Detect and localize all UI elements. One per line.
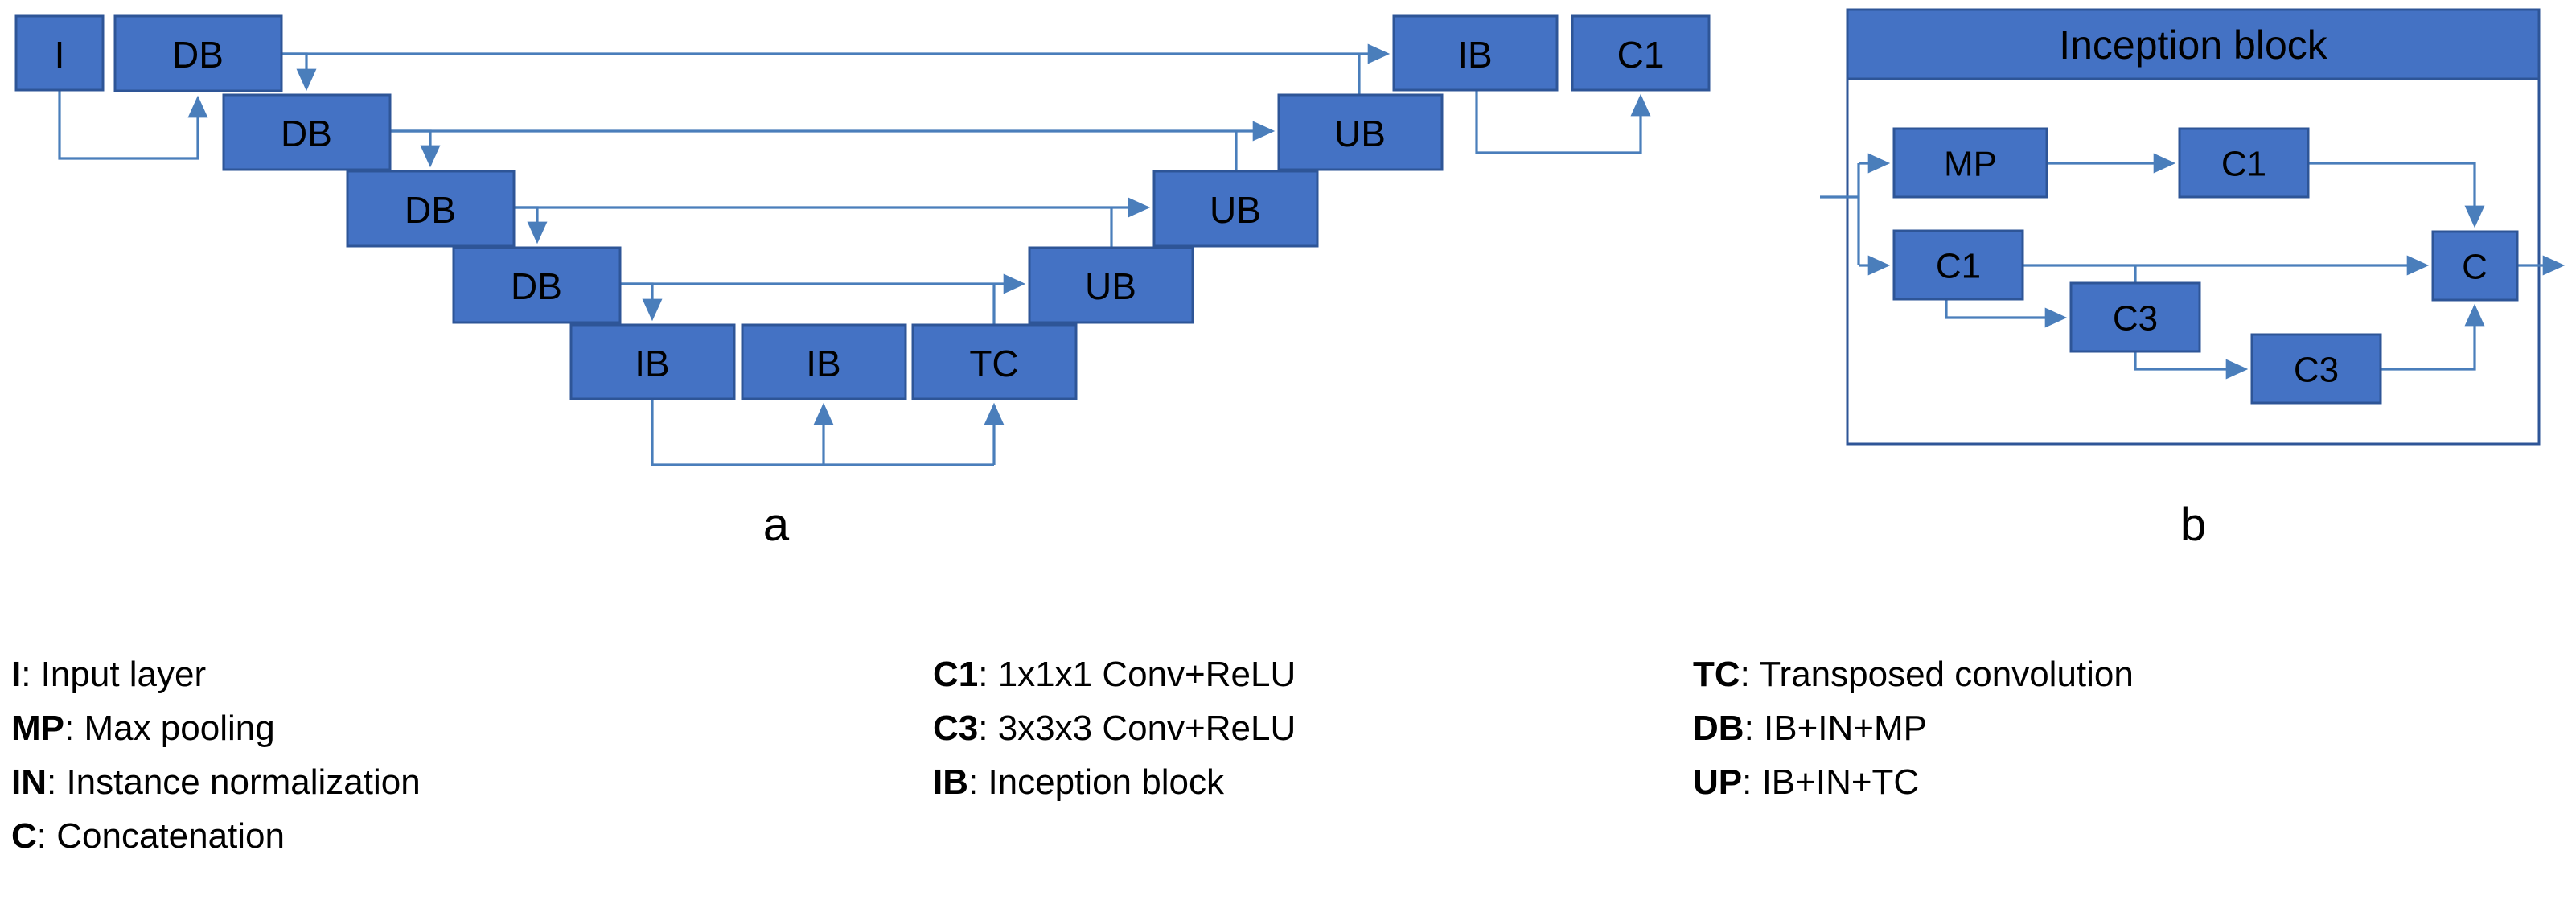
- node-db-1-label: DB: [172, 34, 224, 76]
- node-c1-output-label: C1: [1617, 34, 1665, 76]
- node-maxpool[interactable]: MP: [1892, 127, 2048, 199]
- legend-item-in: IN: Instance normalization: [11, 756, 421, 810]
- panel-b-caption: b: [2180, 499, 2206, 551]
- inception-block-header: [1846, 8, 2541, 80]
- edge-c1b-to-c3a: [1945, 299, 2068, 328]
- node-ib-bottom-1[interactable]: IB: [569, 323, 736, 400]
- node-ub-1-label: UB: [1085, 265, 1136, 307]
- node-ib-top[interactable]: IB: [1392, 14, 1559, 92]
- legend-item-mp: MP: Max pooling: [11, 702, 421, 756]
- legend-item-db: DB: IB+IN+MP: [1693, 702, 2134, 756]
- inception-block-panel: Inception block: [1846, 8, 2541, 446]
- node-ub-2[interactable]: UB: [1152, 170, 1319, 248]
- node-db-2[interactable]: DB: [222, 93, 392, 171]
- node-ib-bottom-1-label: IB: [635, 343, 669, 384]
- edge-c3b-to-c: [2381, 303, 2485, 371]
- node-c1-left[interactable]: C1: [1892, 229, 2024, 301]
- node-tc-bottom[interactable]: TC: [911, 323, 1078, 400]
- node-ub-2-label: UB: [1210, 189, 1261, 231]
- legend-abbr-in: IN: [11, 762, 47, 802]
- node-c1-top-label: C1: [2221, 145, 2266, 184]
- legend-desc-i: : Input layer: [21, 655, 207, 694]
- legend-desc-in: : Instance normalization: [47, 762, 421, 802]
- panel-b-nodes: MP C1 C1 C3 C3 C: [1892, 127, 2519, 405]
- node-db-3[interactable]: DB: [346, 170, 516, 248]
- legend-abbr-c: C: [11, 815, 37, 856]
- legend-abbr-tc: TC: [1693, 655, 1740, 694]
- node-c3-second[interactable]: C3: [2250, 333, 2382, 405]
- legend-column-left: I: Input layer MP: Max pooling IN: Insta…: [11, 648, 421, 864]
- edge-c1a-to-c: [2308, 162, 2485, 228]
- node-ib-bottom-2[interactable]: IB: [741, 323, 907, 400]
- node-db-2-label: DB: [281, 113, 332, 154]
- legend-item-c3: C3: 3x3x3 Conv+ReLU: [933, 702, 1296, 756]
- edge-i-to-db1: [58, 90, 208, 160]
- legend-abbr-c1: C1: [933, 655, 979, 694]
- edge-db2-to-db3: [390, 129, 441, 168]
- node-ib-bottom-2-label: IB: [806, 343, 840, 384]
- node-db-4-label: DB: [511, 265, 562, 307]
- node-concat[interactable]: C: [2431, 230, 2519, 302]
- node-c1-left-label: C1: [1936, 247, 1981, 286]
- edge-ibtop-to-c1: [1475, 90, 1651, 154]
- legend-abbr-db: DB: [1693, 708, 1744, 748]
- node-tc-bottom-label: TC: [969, 343, 1018, 384]
- node-input[interactable]: I: [14, 14, 105, 92]
- legend-abbr-ib: IB: [933, 762, 968, 802]
- node-db-3-label: DB: [405, 189, 456, 231]
- panel-a-caption: a: [763, 499, 790, 551]
- edge-db4-to-ib-bottom: [620, 282, 663, 322]
- legend-desc-c3: : 3x3x3 Conv+ReLU: [978, 708, 1296, 748]
- legend-item-c: C: Concatenation: [11, 810, 421, 864]
- legend-desc-db: : IB+IN+MP: [1744, 708, 1927, 748]
- node-c3-second-label: C3: [2294, 351, 2339, 390]
- edge-c3a-to-c3b: [2134, 351, 2249, 380]
- legend-item-i: I: Input layer: [11, 648, 421, 702]
- legend-desc-c1: : 1x1x1 Conv+ReLU: [978, 655, 1296, 694]
- legend-abbr-c3: C3: [933, 708, 979, 748]
- node-ib-top-label: IB: [1457, 34, 1492, 76]
- legend-item-up: UP: IB+IN+TC: [1693, 756, 2134, 810]
- node-db-1[interactable]: DB: [113, 14, 283, 92]
- legend-desc-ib: : Inception block: [968, 762, 1224, 802]
- edge-ib-bottom-bus: [651, 399, 994, 466]
- legend-abbr-up: UP: [1693, 762, 1743, 802]
- node-ub-3-label: UB: [1334, 113, 1386, 154]
- legend-desc-mp: : Max pooling: [64, 708, 275, 748]
- node-db-4[interactable]: DB: [452, 246, 622, 324]
- node-ub-1[interactable]: UB: [1028, 246, 1194, 324]
- node-c1-output[interactable]: C1: [1571, 14, 1711, 92]
- legend-abbr-mp: MP: [11, 708, 64, 748]
- node-maxpool-label: MP: [1944, 145, 1997, 184]
- legend-desc-c: : Concatenation: [36, 815, 285, 856]
- panel-a-connectors: [58, 43, 1651, 466]
- legend-abbr-i: I: [11, 655, 22, 694]
- legend-item-ib: IB: Inception block: [933, 756, 1296, 810]
- edge-db3-to-db4: [514, 206, 548, 244]
- legend-item-tc: TC: Transposed convolution: [1693, 648, 2134, 702]
- edge-db1-to-db2: [281, 52, 317, 92]
- legend-desc-tc: : Transposed convolution: [1740, 655, 2134, 694]
- node-ub-3[interactable]: UB: [1277, 93, 1444, 171]
- node-c3-first-label: C3: [2113, 299, 2158, 339]
- node-c3-first[interactable]: C3: [2069, 281, 2201, 353]
- legend-desc-up: : IB+IN+TC: [1742, 762, 1920, 802]
- inception-block-title: Inception block: [2059, 23, 2328, 68]
- panel-b-connectors: [1820, 153, 2566, 380]
- legend-item-c1: C1: 1x1x1 Conv+ReLU: [933, 648, 1296, 702]
- node-input-label: I: [55, 34, 65, 76]
- node-concat-label: C: [2462, 248, 2488, 287]
- node-c1-top[interactable]: C1: [2178, 127, 2310, 199]
- panel-a-nodes: I DB DB DB DB IB: [14, 14, 1711, 400]
- legend-column-right: TC: Transposed convolution DB: IB+IN+MP …: [1693, 648, 2134, 810]
- legend-column-middle: C1: 1x1x1 Conv+ReLU C3: 3x3x3 Conv+ReLU …: [933, 648, 1296, 810]
